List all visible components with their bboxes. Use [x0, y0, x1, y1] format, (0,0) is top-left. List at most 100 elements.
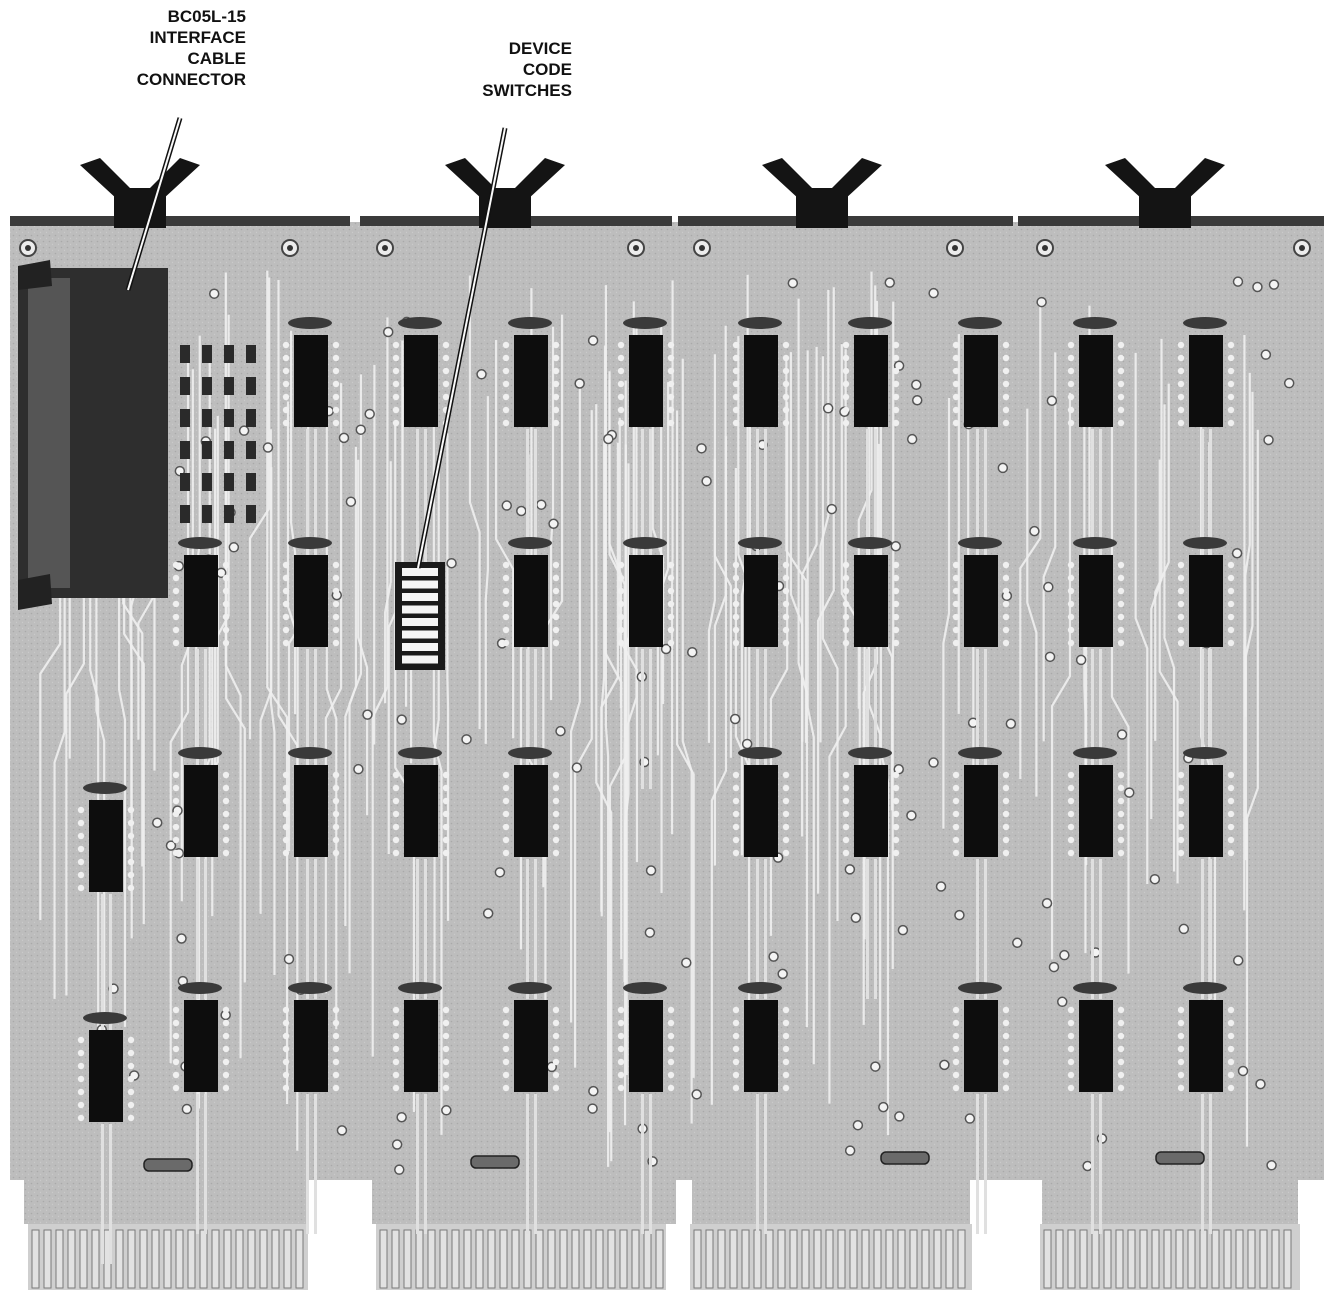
bus-trace [649, 1094, 652, 1234]
dip-chip [1079, 1000, 1113, 1092]
chip-pin [842, 341, 850, 349]
edge-finger [67, 1229, 76, 1289]
resistor [246, 377, 256, 395]
edge-finger [837, 1229, 846, 1289]
chip-pin [1227, 810, 1235, 818]
chip-pin [1227, 1058, 1235, 1066]
chip-pin [1227, 419, 1235, 427]
bus-trace [1201, 859, 1204, 999]
decoupling-capacitor [398, 747, 442, 759]
chip-pin [1117, 600, 1125, 608]
dip-switch-lever [402, 568, 438, 576]
edge-finger [957, 1229, 966, 1289]
chip-pin [1227, 1071, 1235, 1079]
chip-pin [842, 561, 850, 569]
chip-pin [952, 600, 960, 608]
chip-pin [782, 1058, 790, 1066]
chip-pin [782, 810, 790, 818]
chip-pin [282, 1058, 290, 1066]
via-pad [1149, 873, 1161, 885]
chip-pin [392, 1058, 400, 1066]
decoupling-capacitor [1183, 747, 1227, 759]
chip-pin [502, 367, 510, 375]
edge-finger [1175, 1229, 1184, 1289]
chip-pin [952, 587, 960, 595]
edge-finger [813, 1229, 822, 1289]
chip-pin [332, 810, 340, 818]
chip-pin [892, 849, 900, 857]
circuit-trace [1134, 352, 1149, 885]
circuit-trace [1150, 338, 1163, 820]
chip-pin [77, 858, 85, 866]
decoupling-capacitor [738, 317, 782, 329]
resistor [202, 441, 212, 459]
dip-switch-lever [402, 655, 438, 664]
chip-pin [502, 574, 510, 582]
via-pad [165, 840, 177, 851]
edge-finger [1115, 1229, 1124, 1289]
chip-pin [952, 849, 960, 857]
chip-pin [332, 1084, 340, 1092]
chip-pin [952, 367, 960, 375]
board-cutout [308, 1180, 372, 1230]
chip-pin [782, 1019, 790, 1027]
chip-pin [617, 613, 625, 621]
dip-chip [514, 1000, 548, 1092]
resistor [202, 473, 212, 491]
dip-switch-lever [402, 618, 438, 626]
chip-pin [782, 1045, 790, 1053]
chip-pin [1067, 771, 1075, 779]
decoupling-capacitor [288, 537, 332, 549]
chip-pin [502, 600, 510, 608]
via-pad [844, 1145, 856, 1156]
edge-finger [139, 1229, 148, 1289]
circuit-trace [269, 429, 276, 975]
chip-pin [1177, 823, 1185, 831]
chip-pin [222, 771, 230, 779]
chip-pin [667, 1019, 675, 1027]
chip-pin [1227, 341, 1235, 349]
chip-pin [442, 797, 450, 805]
chip-pin [1002, 574, 1010, 582]
chip-pin [332, 823, 340, 831]
chip-pin [172, 1032, 180, 1040]
bus-trace [1209, 1094, 1212, 1234]
chip-pin [617, 367, 625, 375]
chip-pin [222, 1019, 230, 1027]
chip-pin [332, 639, 340, 647]
circuit-trace [569, 380, 581, 1023]
chip-pin [1117, 406, 1125, 414]
chip-pin [1177, 574, 1185, 582]
bus-trace [1209, 649, 1212, 789]
chip-pin [392, 836, 400, 844]
bus-trace [526, 649, 529, 789]
via-pad [391, 1139, 403, 1150]
chip-pin [502, 1071, 510, 1079]
circuit-trace [675, 410, 695, 1078]
bus-trace [976, 859, 979, 999]
via-pad [1263, 434, 1274, 446]
chip-pin [892, 587, 900, 595]
circuit-trace [625, 320, 638, 1076]
dip-chip [514, 555, 548, 647]
chip-pin [617, 1045, 625, 1053]
circuit-trace [224, 272, 242, 1059]
decoupling-capacitor [623, 982, 667, 994]
via-pad [345, 496, 357, 507]
chip-pin [782, 639, 790, 647]
bus-trace [526, 859, 529, 999]
edge-finger [1199, 1229, 1208, 1289]
dip-chip [294, 555, 328, 647]
edge-finger [379, 1229, 388, 1289]
via-pad [1237, 1065, 1249, 1077]
chip-pin [222, 1084, 230, 1092]
chip-pin [782, 613, 790, 621]
chip-pin [332, 1019, 340, 1027]
edge-finger [1247, 1229, 1256, 1289]
chip-pin [667, 574, 675, 582]
chip-pin [952, 1058, 960, 1066]
circuit-trace [600, 442, 619, 912]
chip-pin [222, 600, 230, 608]
chip-pin [442, 836, 450, 844]
